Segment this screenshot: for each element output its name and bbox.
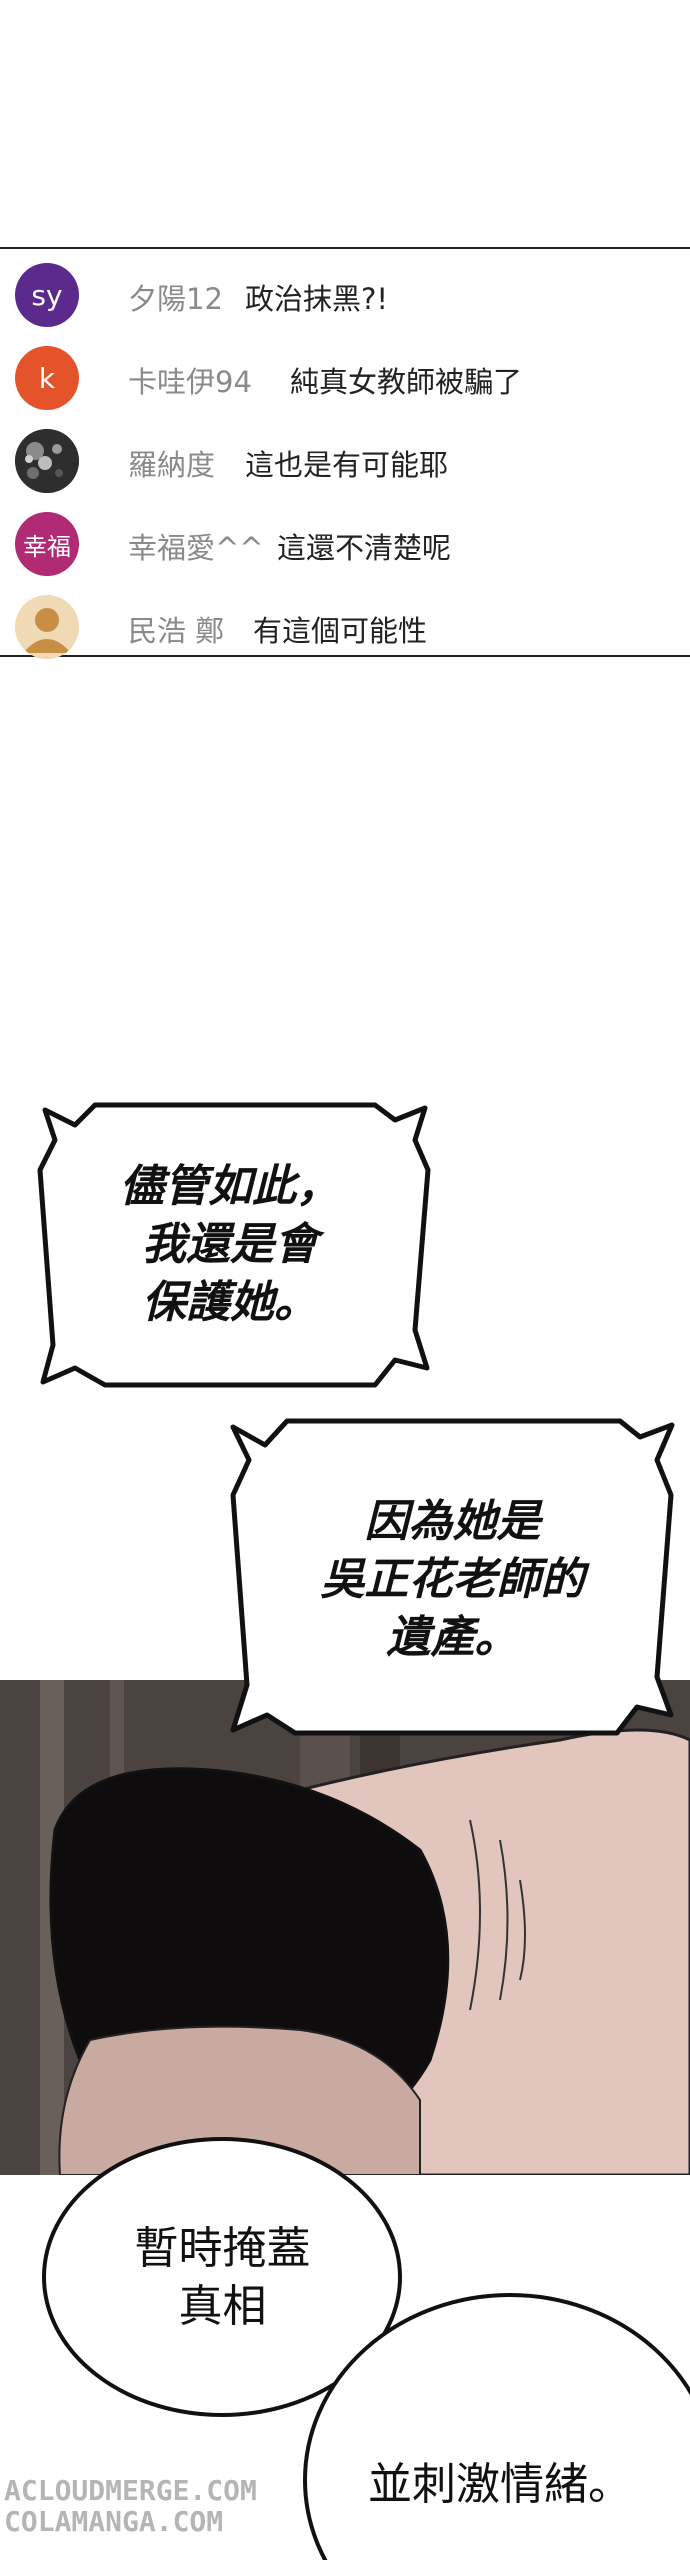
list-item: 幸福 幸福愛^^ 這還不清楚呢	[0, 499, 690, 583]
speech-bubble-frame	[303, 2293, 690, 2560]
caption-line: 儘管如此，	[120, 1161, 340, 1212]
comment-username: 夕陽12	[128, 282, 223, 316]
caption-line: 我還是會	[142, 1219, 318, 1270]
speech-bubble: 暫時掩蓋 真相	[70, 2165, 375, 2390]
speech-line: 並刺激情緒。	[368, 2459, 632, 2510]
list-item: k 卡哇伊94 純真女教師被騙了	[0, 333, 690, 417]
caption-line: 吳正花老師的	[320, 1554, 585, 1605]
avatar	[15, 429, 79, 493]
list-item: sy 夕陽12 政治抹黑?!	[0, 250, 690, 334]
default-user-icon	[15, 595, 79, 659]
caption-box: 因為她是 吳正花老師的 遺產。	[255, 1480, 650, 1680]
comment-username: 卡哇伊94	[128, 365, 252, 399]
caption-line: 因為她是	[364, 1496, 541, 1547]
comment-list: sy 夕陽12 政治抹黑?! k 卡哇伊94 純真女教師被騙了 羅納度 這也是有…	[0, 247, 690, 659]
watermark-line: ACLOUDMERGE.COM	[4, 2474, 257, 2507]
comment-text: 純真女教師被騙了	[290, 365, 523, 399]
avatar-photo-icon	[15, 429, 79, 493]
caption-line: 遺產。	[386, 1612, 519, 1663]
comment-text: 這也是有可能耶	[245, 448, 449, 482]
speech-bubble-frame	[42, 2137, 402, 2417]
comment-text: 有這個可能性	[253, 614, 428, 648]
speech-line: 真相	[178, 2280, 267, 2332]
caption-box: 儘管如此， 我還是會 保護她。	[60, 1150, 400, 1340]
comment-text: 這還不清楚呢	[277, 531, 452, 565]
comment-username: 羅納度	[128, 448, 216, 482]
avatar: k	[15, 346, 79, 410]
avatar-initials: k	[38, 361, 56, 395]
avatar-initials: sy	[31, 278, 63, 312]
manga-panel-art	[0, 1680, 690, 2175]
caption-box-frame	[230, 1418, 675, 1736]
comment-text: 政治抹黑?!	[245, 282, 389, 316]
list-item: 民浩 鄭 有這個可能性	[0, 582, 690, 666]
speech-line: 暫時掩蓋	[134, 2222, 311, 2274]
avatar: 幸福	[15, 512, 79, 576]
speech-bubble: 並刺激情緒。	[320, 2430, 680, 2540]
comment-username: 幸福愛^^	[128, 531, 264, 565]
avatar	[15, 595, 79, 659]
watermark-line: COLAMANGA.COM	[4, 2505, 224, 2538]
avatar-initials: 幸福	[23, 532, 71, 561]
avatar: sy	[15, 263, 79, 327]
caption-line: 保護她。	[142, 1277, 318, 1328]
list-item: 羅納度 這也是有可能耶	[0, 416, 690, 500]
caption-box-frame	[37, 1102, 431, 1388]
comment-username: 民浩 鄭	[128, 614, 225, 648]
